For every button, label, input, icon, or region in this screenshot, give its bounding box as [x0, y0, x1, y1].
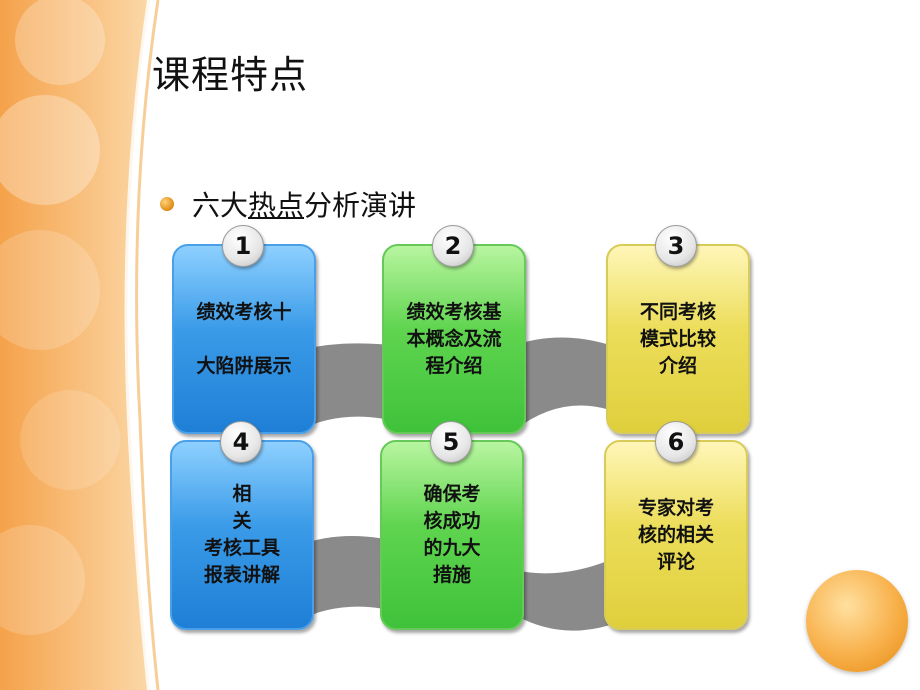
card-2-text: 绩效考核基 本概念及流 程介绍 [406, 300, 502, 377]
bullet-text-underlined: 热点 [248, 189, 305, 222]
card-6-text: 专家对考 核的相关 评论 [637, 496, 714, 573]
card-4: 相 关 考核工具 报表讲解 [170, 440, 314, 630]
card-5-number-badge: 5 [430, 421, 472, 463]
card-2: 绩效考核基 本概念及流 程介绍 [382, 244, 526, 434]
bullet-text-pre: 六大 [192, 189, 249, 222]
card-6-number-badge: 6 [655, 421, 697, 463]
card-2-number-badge: 2 [432, 225, 474, 267]
card-1-number-badge: 1 [222, 225, 264, 267]
card-5: 确保考 核成功 的九大 措施 [380, 440, 524, 630]
slide-title: 课程特点 [152, 53, 309, 97]
bullet-text: 六大热点分析演讲 [192, 184, 416, 224]
card-4-text: 相 关 考核工具 报表讲解 [203, 483, 280, 586]
card-6: 专家对考 核的相关 评论 [604, 440, 748, 630]
card-4-number-badge: 4 [220, 421, 262, 463]
bullet-item: 六大热点分析演讲 [160, 184, 416, 224]
bullet-dot-icon [160, 197, 174, 211]
card-5-text: 确保考 核成功 的九大 措施 [423, 483, 481, 586]
card-3-text: 不同考核 模式比较 介绍 [639, 300, 716, 377]
card-3-number-badge: 3 [655, 225, 697, 267]
decorative-orange-orb [806, 570, 908, 672]
card-3: 不同考核 模式比较 介绍 [606, 244, 750, 434]
card-1-text: 绩效考核十 大陷阱展示 [196, 300, 292, 377]
bullet-text-post: 分析演讲 [304, 189, 417, 222]
card-1: 绩效考核十 大陷阱展示 [172, 244, 316, 434]
